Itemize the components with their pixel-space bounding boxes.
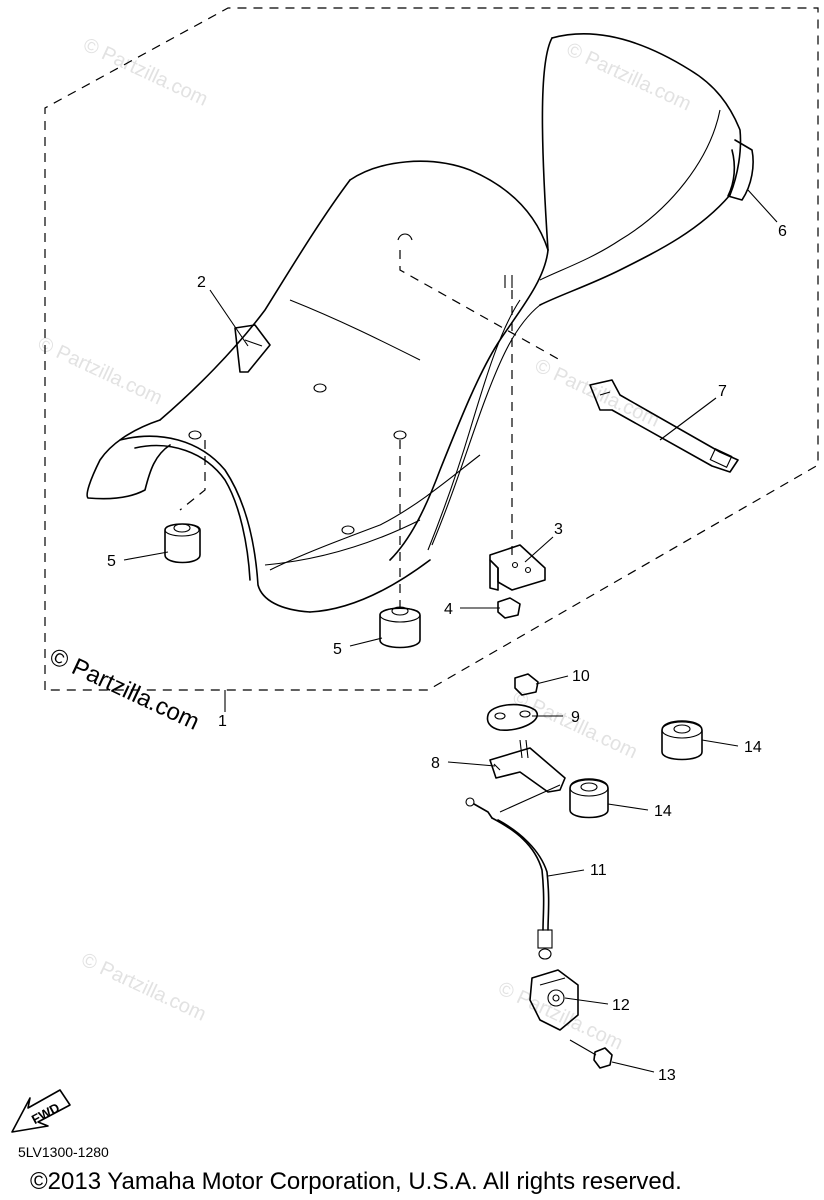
leader-lines <box>123 189 778 1073</box>
callout-8: 8 <box>431 755 440 772</box>
callout-3: 3 <box>554 521 563 538</box>
callout-9: 9 <box>571 709 580 726</box>
drawing-code: 5LV1300-1280 <box>18 1144 109 1160</box>
nut <box>497 597 521 619</box>
callout-5-lower: 5 <box>333 641 342 658</box>
copyright-notice: ©2013 Yamaha Motor Corporation, U.S.A. A… <box>30 1168 682 1195</box>
callout-1: 1 <box>218 713 227 730</box>
lock-bracket <box>489 739 566 793</box>
watermark: © Partzilla.com <box>531 355 662 432</box>
callout-13: 13 <box>658 1067 676 1084</box>
callout-4: 4 <box>444 601 453 618</box>
guide-line <box>399 250 561 361</box>
watermark: © Partzilla.com <box>563 38 694 115</box>
callout-12: 12 <box>612 997 630 1014</box>
guide-line <box>179 440 206 511</box>
callout-10: 10 <box>572 668 590 685</box>
callout-5: 5 <box>107 553 116 570</box>
seat-assembly <box>86 33 754 613</box>
fwd-arrow-icon: FWD <box>11 1089 71 1133</box>
plate <box>486 703 538 731</box>
watermark: © Partzilla.com <box>34 333 165 410</box>
callout-6: 6 <box>778 223 787 240</box>
callout-14-lower: 14 <box>654 803 672 820</box>
flange-nut <box>514 673 539 696</box>
bracket <box>489 544 546 591</box>
callouts: 1 2 3 4 5 5 6 7 8 9 10 11 12 13 14 14 <box>107 223 787 1084</box>
seat-strap <box>589 379 739 473</box>
callout-2: 2 <box>197 274 206 291</box>
callout-11: 11 <box>590 862 607 879</box>
damper <box>379 606 421 649</box>
damper <box>661 720 703 761</box>
bolt <box>569 1039 613 1069</box>
callout-7: 7 <box>718 383 727 400</box>
watermark: © Partzilla.com <box>80 34 211 111</box>
damper <box>569 778 609 819</box>
damper <box>164 523 201 564</box>
seat-lock <box>529 969 579 1031</box>
watermark: © Partzilla.com <box>78 949 209 1026</box>
watermark-large: © Partzilla.com <box>45 643 203 736</box>
cable <box>465 784 561 960</box>
assembly-boundary <box>44 7 819 691</box>
watermark: © Partzilla.com <box>495 978 626 1055</box>
callout-14: 14 <box>744 739 762 756</box>
